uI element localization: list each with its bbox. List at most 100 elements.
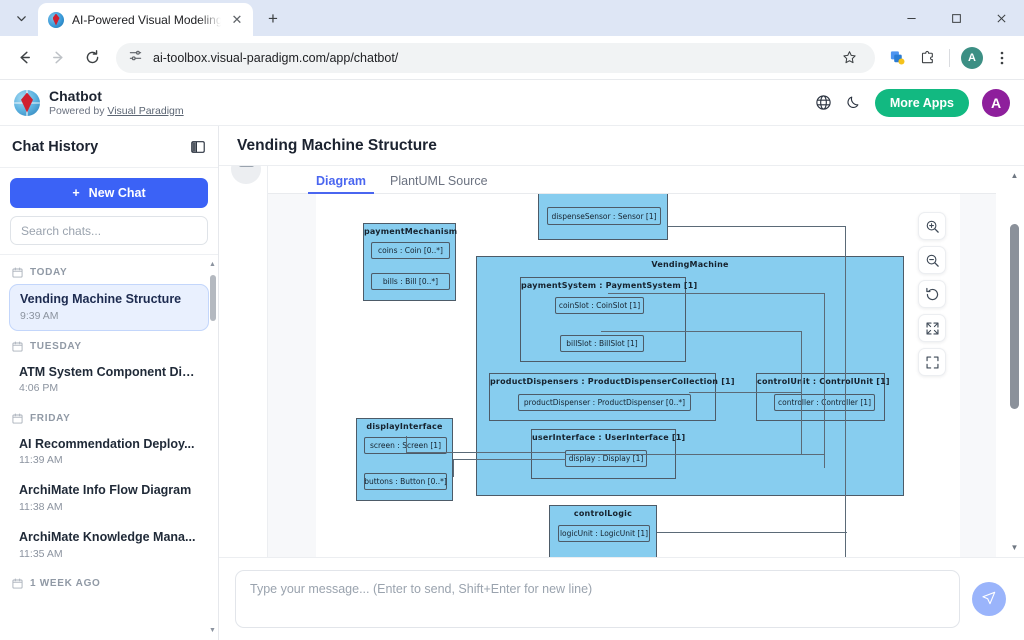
diagram-connector bbox=[565, 454, 824, 455]
diagram-block-control-unit[interactable]: controlUnit : ControlUnit [1] controller… bbox=[756, 373, 885, 421]
diagram-block-display-interface[interactable]: displayInterface screen : Screen [1] but… bbox=[356, 418, 453, 501]
fit-screen-icon[interactable] bbox=[918, 314, 946, 342]
chat-group-header-tuesday: TUESDAY bbox=[0, 333, 218, 356]
diagram-block-product-dispensers[interactable]: productDispensers : ProductDispenserColl… bbox=[489, 373, 716, 421]
sidebar-actions: + New Chat bbox=[0, 168, 218, 216]
scroll-up-icon[interactable]: ▲ bbox=[1009, 170, 1020, 181]
diagram-block-label: paymentMechanism bbox=[364, 227, 455, 236]
chat-history-item[interactable]: Vending Machine Structure 9:39 AM bbox=[9, 284, 209, 331]
diagram-block-label: userInterface : UserInterface [1] bbox=[532, 433, 675, 442]
browser-tabstrip: AI-Powered Visual Modeling Ch ✕ + bbox=[0, 0, 1024, 36]
chat-item-title: ArchiMate Knowledge Mana... bbox=[19, 530, 199, 546]
diagram-connector bbox=[453, 459, 566, 460]
extension-save-icon[interactable] bbox=[883, 44, 911, 72]
browser-profile-initial: A bbox=[961, 47, 983, 69]
tab-search-chevron-icon[interactable] bbox=[6, 3, 36, 33]
bookmark-star-icon[interactable] bbox=[835, 44, 863, 72]
address-bar[interactable]: ai-toolbox.visual-paradigm.com/app/chatb… bbox=[116, 43, 875, 73]
diagram-port[interactable]: productDispenser : ProductDispenser [0..… bbox=[518, 394, 691, 411]
sidebar-scroll-thumb[interactable] bbox=[210, 275, 216, 321]
dark-mode-moon-icon[interactable] bbox=[845, 94, 862, 111]
browser-profile-avatar[interactable]: A bbox=[958, 44, 986, 72]
chat-item-time: 11:39 AM bbox=[19, 454, 199, 467]
chat-item-time: 11:38 AM bbox=[19, 501, 199, 514]
maximize-button[interactable] bbox=[934, 0, 979, 36]
message-input[interactable] bbox=[235, 570, 960, 628]
visual-paradigm-link[interactable]: Visual Paradigm bbox=[107, 105, 183, 117]
chat-history-item[interactable]: ArchiMate Knowledge Mana... 11:35 AM bbox=[9, 523, 209, 568]
extensions-puzzle-icon[interactable] bbox=[913, 44, 941, 72]
chat-group-header-today: TODAY bbox=[0, 259, 218, 282]
user-avatar[interactable]: A bbox=[982, 89, 1010, 117]
app-title: Chatbot bbox=[49, 88, 184, 104]
send-button[interactable] bbox=[972, 582, 1006, 616]
diagram-block-label: VendingMachine bbox=[477, 260, 903, 269]
new-chat-button[interactable]: + New Chat bbox=[10, 178, 208, 208]
fullscreen-icon[interactable] bbox=[918, 348, 946, 376]
diagram-connector bbox=[601, 331, 801, 332]
main-scrollbar[interactable]: ▲ ▼ bbox=[1009, 170, 1020, 553]
diagram-block-payment-system[interactable]: paymentSystem : PaymentSystem [1] coinSl… bbox=[520, 277, 686, 362]
more-apps-button[interactable]: More Apps bbox=[875, 89, 969, 117]
diagram-port[interactable]: dispenseSensor : Sensor [1] bbox=[547, 207, 661, 225]
diagram-port[interactable]: logicUnit : LogicUnit [1] bbox=[558, 525, 650, 542]
reload-icon[interactable] bbox=[76, 42, 108, 74]
message-composer bbox=[219, 557, 1024, 640]
site-settings-icon[interactable] bbox=[128, 48, 143, 68]
chat-group-label: FRIDAY bbox=[30, 413, 71, 424]
diagram-connector bbox=[689, 392, 802, 393]
tab-diagram[interactable]: Diagram bbox=[316, 174, 366, 193]
minimize-button[interactable] bbox=[889, 0, 934, 36]
diagram-port[interactable]: coins : Coin [0..*] bbox=[371, 242, 450, 259]
diagram-block-control-logic[interactable]: controlLogic logicUnit : LogicUnit [1] bbox=[549, 505, 657, 557]
diagram-block-sensor-group[interactable]: dispenseSensor : Sensor [1] bbox=[538, 194, 668, 240]
diagram-port[interactable]: billSlot : BillSlot [1] bbox=[560, 335, 644, 352]
zoom-in-icon[interactable] bbox=[918, 212, 946, 240]
scroll-down-icon[interactable]: ▼ bbox=[209, 627, 216, 634]
chat-scroll-area[interactable]: Diagram PlantUML Source dispenseSensor :… bbox=[219, 166, 1024, 557]
new-tab-button[interactable]: + bbox=[259, 5, 287, 33]
scroll-down-icon[interactable]: ▼ bbox=[1009, 542, 1020, 553]
zoom-out-icon[interactable] bbox=[918, 246, 946, 274]
chrome-menu-icon[interactable] bbox=[988, 44, 1016, 72]
sidebar-scrollbar[interactable]: ▲ ▼ bbox=[209, 261, 216, 634]
chat-history-item[interactable]: AI Recommendation Deploy... 11:39 AM bbox=[9, 430, 209, 475]
reset-zoom-icon[interactable] bbox=[918, 280, 946, 308]
close-icon[interactable]: ✕ bbox=[229, 12, 245, 28]
forward-icon[interactable] bbox=[42, 42, 74, 74]
chat-group-header-week-ago: 1 WEEK AGO bbox=[0, 570, 218, 593]
chat-item-time: 4:06 PM bbox=[19, 382, 199, 395]
main-header: Vending Machine Structure bbox=[219, 126, 1024, 166]
diagram-port[interactable]: display : Display [1] bbox=[565, 450, 647, 467]
main-scroll-thumb[interactable] bbox=[1010, 224, 1019, 409]
diagram-port[interactable]: coinSlot : CoinSlot [1] bbox=[555, 297, 644, 314]
diagram-port[interactable]: bills : Bill [0..*] bbox=[371, 273, 450, 290]
diagram-viewport[interactable]: dispenseSensor : Sensor [1] paymentMecha… bbox=[268, 194, 996, 557]
app-subtitle: Powered by Visual Paradigm bbox=[49, 105, 184, 117]
close-window-button[interactable] bbox=[979, 0, 1024, 36]
diagram-block-label: displayInterface bbox=[357, 422, 452, 431]
collapse-sidebar-icon[interactable] bbox=[190, 139, 206, 155]
language-globe-icon[interactable] bbox=[815, 94, 832, 111]
scroll-up-icon[interactable]: ▲ bbox=[209, 261, 216, 268]
back-icon[interactable] bbox=[8, 42, 40, 74]
diagram-port[interactable]: buttons : Button [0..*] bbox=[364, 473, 447, 490]
chat-group-label: TODAY bbox=[30, 267, 67, 278]
browser-tab[interactable]: AI-Powered Visual Modeling Ch ✕ bbox=[38, 3, 253, 36]
chat-history-list[interactable]: TODAY Vending Machine Structure 9:39 AM … bbox=[0, 254, 218, 640]
diagram-connector bbox=[608, 293, 824, 294]
diagram-connector bbox=[668, 226, 845, 227]
chat-history-item[interactable]: ArchiMate Info Flow Diagram 11:38 AM bbox=[9, 476, 209, 521]
diagram-canvas[interactable]: dispenseSensor : Sensor [1] paymentMecha… bbox=[316, 194, 960, 557]
browser-tab-title: AI-Powered Visual Modeling Ch bbox=[72, 13, 221, 27]
diagram-block-payment-mechanism[interactable]: paymentMechanism coins : Coin [0..*] bil… bbox=[363, 223, 456, 301]
search-chats-input[interactable] bbox=[10, 216, 208, 245]
chat-history-item[interactable]: ATM System Component Dia... 4:06 PM bbox=[9, 358, 209, 403]
tab-plantuml-source[interactable]: PlantUML Source bbox=[390, 174, 488, 193]
send-paper-plane-icon bbox=[981, 590, 997, 609]
chat-item-title: Vending Machine Structure bbox=[20, 292, 198, 308]
chat-history-sidebar: Chat History + New Chat bbox=[0, 126, 219, 640]
address-bar-url: ai-toolbox.visual-paradigm.com/app/chatb… bbox=[153, 51, 398, 65]
page-title: Vending Machine Structure bbox=[237, 137, 437, 155]
diagram-connector bbox=[406, 452, 565, 453]
